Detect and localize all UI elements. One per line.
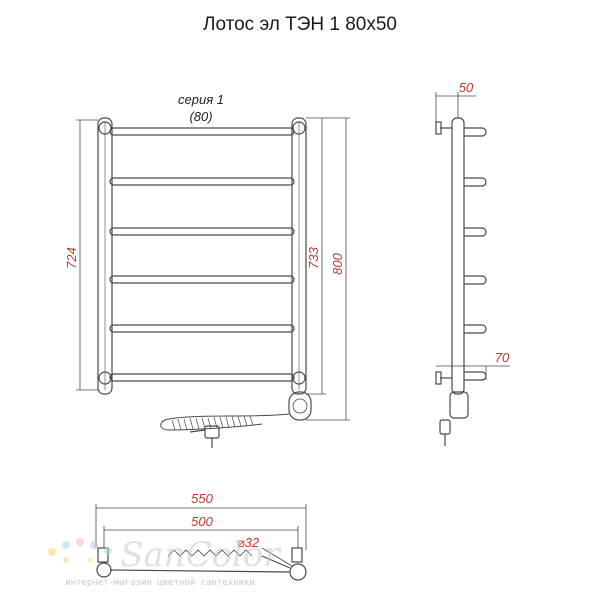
dim-800: 800: [330, 252, 345, 274]
dim-733: 733: [306, 246, 321, 268]
heater-housing: [288, 391, 312, 421]
side-rung-2: [464, 177, 487, 187]
left-post: [97, 117, 113, 395]
dim-32-leader: [261, 547, 293, 567]
top-dimension-lines: [95, 504, 307, 567]
side-view: [435, 117, 487, 446]
heater-coil-cable: [160, 413, 290, 431]
rung-5: [109, 324, 295, 333]
rung-3: [109, 227, 295, 236]
side-post: [451, 117, 465, 395]
heater-coil-spiral: [171, 415, 254, 431]
dim-32: ⌀32: [237, 535, 260, 550]
dim-550: 550: [191, 491, 213, 506]
side-rung-1: [464, 127, 487, 137]
rung-1: [109, 127, 295, 136]
side-rung-4: [464, 275, 487, 285]
rung-2: [109, 177, 295, 186]
top-post-right: [289, 563, 307, 581]
watermark-tagline: интернет-магазин цветной сантехники: [65, 578, 255, 588]
plug-cable: [189, 429, 206, 433]
watermark-dots: [48, 538, 112, 563]
side-rung-6: [464, 371, 487, 381]
right-post: [291, 117, 307, 395]
top-coil: [167, 549, 253, 557]
series-label: серия 1: [178, 92, 224, 107]
top-rail: [109, 569, 291, 573]
rung-6: [109, 373, 295, 382]
series-spacing: (80): [189, 109, 212, 124]
page-title: Лотос эл ТЭН 1 80х50: [203, 14, 397, 35]
front-view: [97, 117, 312, 448]
dim-724: 724: [64, 247, 79, 269]
front-dimension-lines: [76, 117, 350, 421]
heater-cap: [292, 398, 308, 414]
side-dimension-lines: [435, 92, 510, 380]
mount-bottom-right: [292, 371, 306, 385]
top-post-left: [96, 562, 112, 578]
dim-50: 50: [459, 80, 474, 95]
dim-70: 70: [495, 350, 510, 365]
side-heater: [449, 391, 469, 419]
side-rung-5: [464, 324, 487, 334]
top-bracket-right: [291, 547, 303, 563]
mount-bottom-left: [98, 371, 112, 385]
side-rung-3: [464, 227, 487, 237]
side-plug: [439, 419, 451, 435]
dim-500: 500: [191, 514, 213, 529]
rung-4: [109, 275, 295, 284]
watermark-brand: SanColor: [120, 535, 281, 575]
watermark: SanColor интернет-магазин цветной сантех…: [48, 535, 282, 588]
